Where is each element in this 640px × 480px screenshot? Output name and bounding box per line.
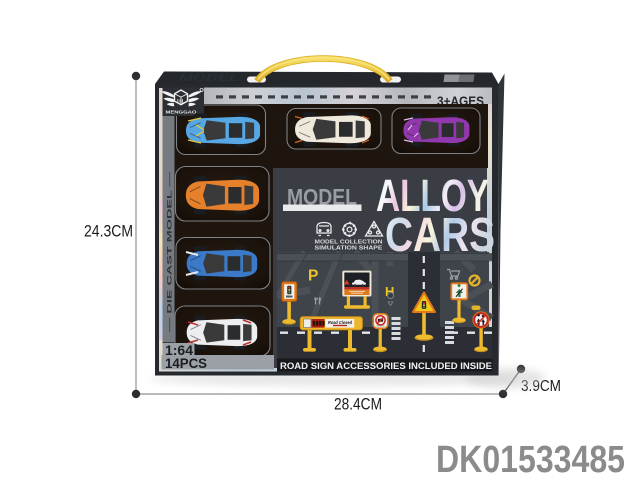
svg-text:H: H — [385, 284, 394, 299]
svg-text:MODEL: MODEL — [179, 73, 239, 83]
svg-text:28.4CM: 28.4CM — [334, 395, 382, 414]
svg-text:1:64: 1:64 — [165, 343, 193, 358]
svg-text:24.3CM: 24.3CM — [84, 222, 133, 241]
svg-text:— DIE CAST MODEL —: — DIE CAST MODEL — — [167, 171, 174, 332]
svg-text:MODEL COLLECTION: MODEL COLLECTION — [315, 240, 383, 246]
svg-text:MENGGAO: MENGGAO — [166, 110, 198, 115]
svg-text:ALLOY: ALLOY — [376, 170, 489, 221]
svg-text:DK01533485: DK01533485 — [436, 439, 625, 480]
svg-text:SIMULATION SHAPE: SIMULATION SHAPE — [315, 246, 383, 252]
svg-text:P: P — [308, 268, 318, 285]
svg-text:14PCS: 14PCS — [165, 356, 207, 371]
svg-text:ROAD SIGN ACCESSORIES INCLUDED: ROAD SIGN ACCESSORIES INCLUDED INSIDE — [280, 361, 492, 372]
svg-text:Road Closed: Road Closed — [328, 320, 352, 325]
